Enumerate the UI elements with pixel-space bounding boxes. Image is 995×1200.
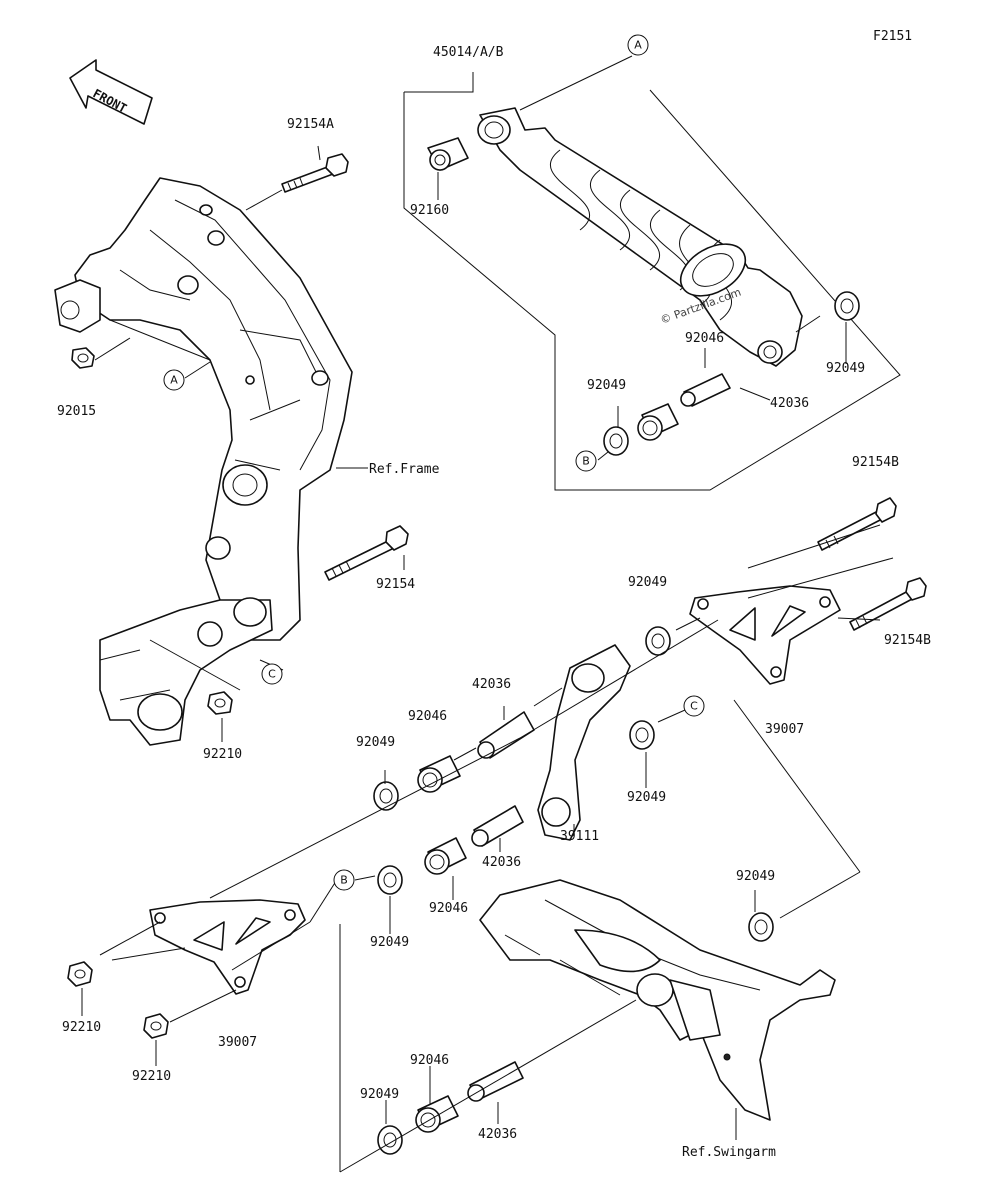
bolt-92154 — [324, 525, 409, 581]
marker-a-top: A — [627, 34, 649, 56]
label-92210-mid: 92210 — [203, 747, 242, 762]
label-92160: 92160 — [410, 203, 449, 218]
marker-a-frame: A — [163, 369, 185, 391]
frame-lower-section — [99, 597, 273, 746]
seal-92049-mid-left — [373, 781, 399, 811]
frame-bracket — [54, 177, 353, 641]
label-92210-left-2: 92210 — [132, 1069, 171, 1084]
bearing-92046-shock — [637, 403, 679, 441]
marker-b-shock: B — [575, 450, 597, 472]
label-92049-swingarm-top: 92049 — [736, 869, 775, 884]
label-39111: 39111 — [560, 829, 599, 844]
svg-text:C: C — [690, 700, 698, 713]
label-92154: 92154 — [376, 577, 415, 592]
front-arrow-icon: FRONT — [69, 59, 153, 125]
label-92049-mid-left: 92049 — [356, 735, 395, 750]
bearing-92046-bottom — [415, 1095, 459, 1133]
label-92049-shock-left: 92049 — [587, 378, 626, 393]
label-92154b-upper: 92154B — [852, 455, 899, 470]
label-92049-shock-right: 92049 — [826, 361, 865, 376]
shock-absorber — [477, 107, 803, 367]
tie-rod-39007-left — [149, 899, 306, 995]
nut-92210-left-2 — [143, 1013, 169, 1039]
bolt-92154b-upper — [817, 497, 897, 551]
ref-frame: Ref.Frame — [369, 462, 440, 477]
label-92049-bottom: 92049 — [360, 1087, 399, 1102]
label-92154a: 92154A — [287, 117, 334, 132]
label-39007-right: 39007 — [765, 722, 804, 737]
collar-92160 — [427, 137, 469, 171]
diagram-code: F2151 — [873, 29, 912, 44]
nut-92210-left-1 — [67, 961, 93, 987]
sleeve-42036-low — [471, 805, 524, 847]
sleeve-42036-shock — [680, 373, 731, 407]
svg-text:A: A — [170, 374, 178, 387]
bearing-92046-mid — [417, 755, 461, 793]
label-92046-bottom: 92046 — [410, 1053, 449, 1068]
tie-rod-39007-right — [689, 585, 841, 685]
label-92154b-right: 92154B — [884, 633, 931, 648]
seal-92049-swingarm-top — [748, 912, 774, 942]
nut-92015 — [71, 347, 95, 369]
svg-text:A: A — [634, 39, 642, 52]
label-92049-rod-top: 92049 — [628, 575, 667, 590]
leader-lines — [81, 55, 894, 1173]
ref-swingarm: Ref.Swingarm — [682, 1145, 776, 1160]
label-92210-left-1: 92210 — [62, 1020, 101, 1035]
svg-text:B: B — [340, 874, 348, 887]
seal-92049-mid-right — [629, 720, 655, 750]
label-39007-left: 39007 — [218, 1035, 257, 1050]
label-42036-shock: 42036 — [770, 396, 809, 411]
label-45014: 45014/A/B — [433, 45, 504, 60]
seal-92049-bottom — [377, 1125, 403, 1155]
seal-92049-low — [377, 865, 403, 895]
label-42036-bottom: 42036 — [478, 1127, 517, 1142]
label-92015: 92015 — [57, 404, 96, 419]
label-92046-low: 92046 — [429, 901, 468, 916]
label-42036-low: 42036 — [482, 855, 521, 870]
bolt-92154a — [281, 153, 349, 193]
label-92049-low: 92049 — [370, 935, 409, 950]
seal-92049-shock-right — [834, 291, 860, 321]
seal-92049-rod-top — [645, 626, 671, 656]
marker-b-lower: B — [333, 869, 355, 891]
link-arm-39111 — [537, 644, 631, 841]
label-92046-mid: 92046 — [408, 709, 447, 724]
label-92046-shock: 92046 — [685, 331, 724, 346]
bearing-92046-low — [424, 837, 467, 875]
svg-text:C: C — [268, 668, 276, 681]
bolt-92154b-right — [849, 577, 927, 631]
marker-c-arm: C — [683, 695, 705, 717]
label-92049-mid-right: 92049 — [627, 790, 666, 805]
nut-92210-mid — [207, 691, 233, 715]
marker-c-frame: C — [261, 663, 283, 685]
label-42036-mid: 42036 — [472, 677, 511, 692]
seal-92049-shock-left — [603, 426, 629, 456]
svg-text:B: B — [582, 455, 590, 468]
swingarm — [479, 879, 836, 1121]
shock-assy-box — [403, 89, 901, 491]
